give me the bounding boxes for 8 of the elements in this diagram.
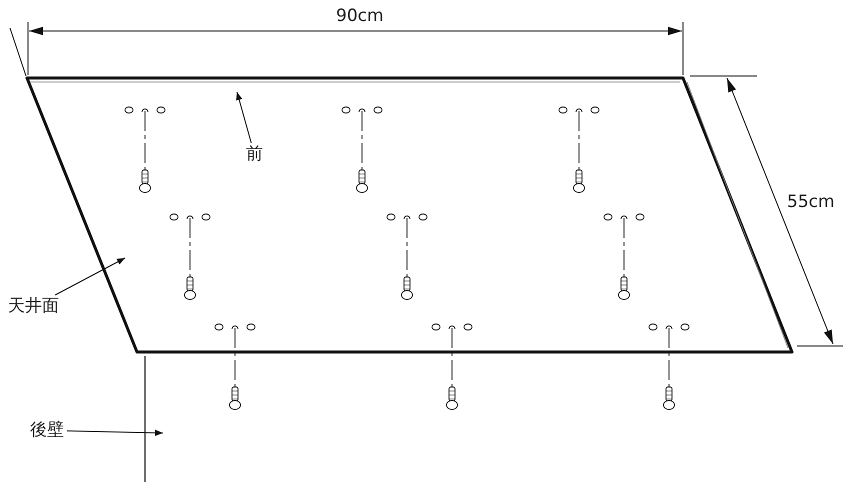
dimension-label: 90cm	[336, 8, 384, 25]
part-label: 前	[246, 144, 263, 164]
part-label: 天井面	[8, 296, 59, 316]
leader-line	[54, 258, 126, 296]
leader-line	[236, 92, 252, 144]
part-label: 後壁	[30, 420, 64, 440]
leader-line	[66, 430, 164, 436]
dimension-label: 55cm	[787, 194, 835, 211]
